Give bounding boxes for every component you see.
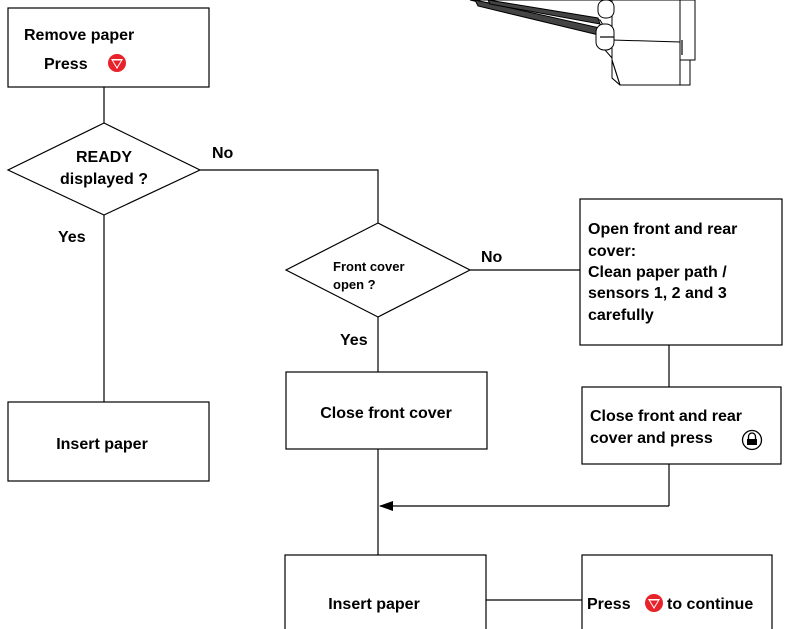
printer-illustration xyxy=(469,0,696,86)
insert-paper-bottom-box: Insert paper xyxy=(284,554,487,629)
press-continue-suffix: to continue xyxy=(667,596,753,613)
front-no-label: No xyxy=(481,249,503,266)
front-yes-label: Yes xyxy=(340,332,368,349)
open-covers-box: Open front and rear cover: Clean paper p… xyxy=(579,198,783,346)
insert-paper-bottom-label: Insert paper xyxy=(328,596,420,613)
close-front-cover-label: Close front cover xyxy=(320,405,452,422)
ready-yes-label: Yes xyxy=(58,229,86,246)
close-front-rear-line-2: cover and press xyxy=(590,430,713,447)
red-down-triangle-button-icon xyxy=(108,54,126,72)
ready-displayed-decision: READY displayed ? xyxy=(6,122,202,216)
insert-paper-left-label: Insert paper xyxy=(56,436,148,453)
red-down-triangle-button-icon xyxy=(645,594,663,612)
ready-no-label: No xyxy=(212,145,234,162)
open-covers-line-1: Open front and rear xyxy=(588,221,737,238)
front-cover-open-decision: Front cover open ? xyxy=(284,222,472,318)
remove-paper-press-label: Press xyxy=(44,56,88,73)
open-covers-line-5: carefully xyxy=(588,307,654,324)
connectors xyxy=(103,87,670,601)
insert-paper-left-box: Insert paper xyxy=(7,401,210,482)
close-front-rear-line-1: Close front and rear xyxy=(590,408,742,425)
press-continue-box: Press to continue xyxy=(581,554,773,629)
close-front-cover-box: Close front cover xyxy=(285,371,488,450)
ready-label: READY xyxy=(76,149,132,166)
press-continue-prefix: Press xyxy=(587,596,631,613)
remove-paper-label: Remove paper xyxy=(24,27,134,44)
lock-button-icon xyxy=(741,429,763,451)
open-question-label: open ? xyxy=(333,277,376,292)
remove-paper-box: Remove paper Press xyxy=(7,7,210,88)
open-covers-line-3: Clean paper path / xyxy=(588,264,727,281)
displayed-label: displayed ? xyxy=(60,171,148,188)
close-front-rear-box: Close front and rear cover and press xyxy=(581,386,782,465)
open-covers-line-2: cover: xyxy=(588,243,636,260)
open-covers-line-4: sensors 1, 2 and 3 xyxy=(588,285,727,302)
front-cover-label: Front cover xyxy=(333,259,405,274)
